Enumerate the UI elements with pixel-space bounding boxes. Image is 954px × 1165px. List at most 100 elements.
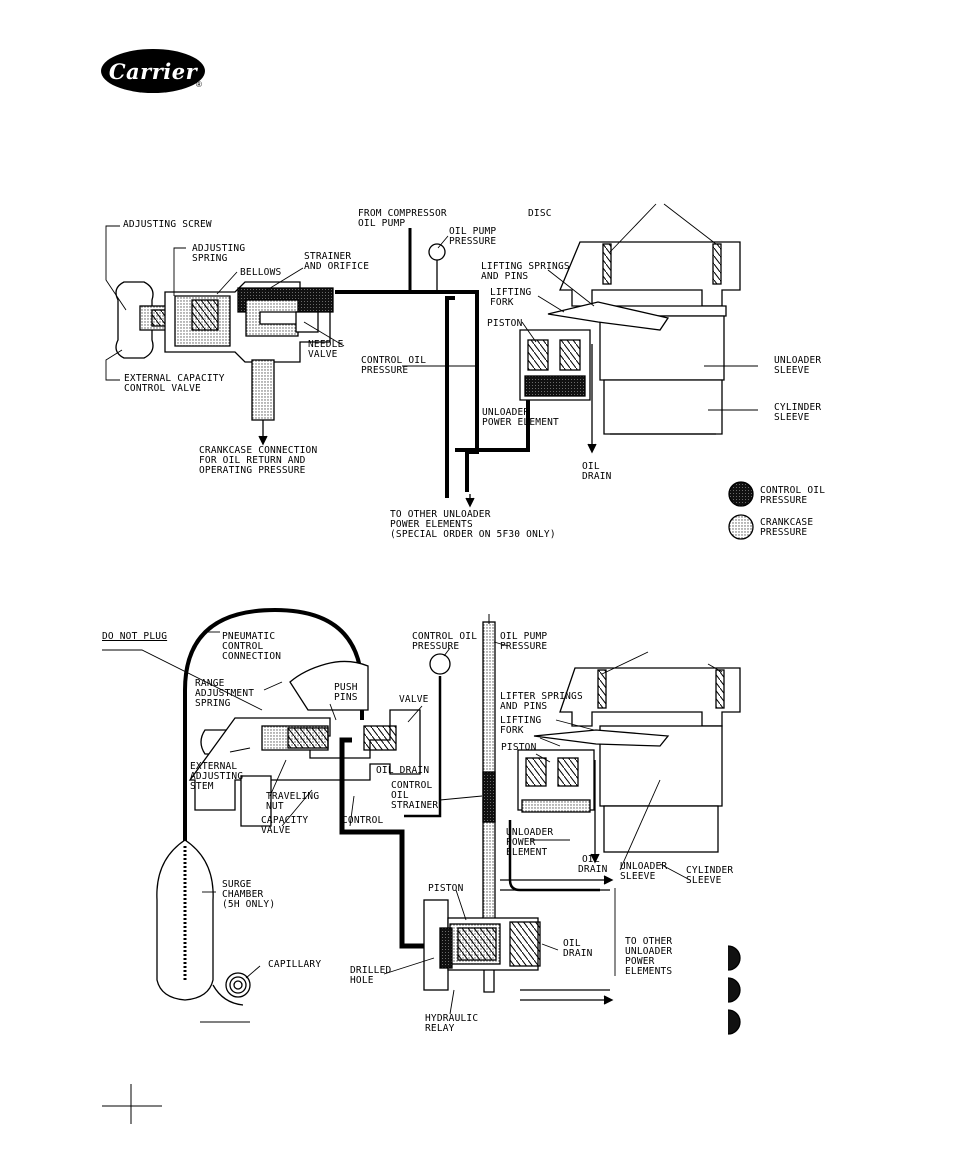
f2-pneumatic-line1: PNEUMATIC — [222, 631, 276, 642]
f2-surge-line3: (5H ONLY) — [222, 899, 276, 910]
f2-oil-drain-line1: OIL — [582, 854, 600, 865]
crop-mark — [102, 1084, 162, 1124]
f2-range-adj-line2: ADJUSTMENT — [195, 688, 255, 699]
f1-control-oil-pressure-line2: PRESSURE — [361, 365, 409, 376]
f2-oil-drain-line2: DRAIN — [578, 864, 608, 875]
f2-control-strainer-line1: CONTROL — [391, 780, 433, 791]
f1-needle-valve-line1: NEEDLE — [308, 339, 344, 350]
f1-strainer-line2: AND ORIFICE — [304, 261, 370, 272]
f2-pneumatic-line2: CONTROL — [222, 641, 264, 652]
logo-brand-text: Carrier — [108, 58, 198, 84]
carrier-logo: Carrier — [100, 48, 206, 94]
f2-oil-drain-mid: OIL DRAIN — [376, 765, 430, 776]
f1-to-other-line2: POWER ELEMENTS — [390, 519, 473, 530]
f2-oil-drain-relay-line1: OIL — [563, 938, 581, 949]
f2-oil-pump-pressure-line1: OIL PUMP — [500, 631, 548, 642]
f2-push-pins-line1: PUSH — [334, 682, 358, 693]
f2-traveling-nut-line2: NUT — [266, 801, 284, 812]
f1-from-compressor-line1: FROM COMPRESSOR — [358, 208, 447, 219]
f2-piston-bottom: PISTON — [428, 883, 464, 894]
f1-unloader-sleeve-line1: UNLOADER — [774, 355, 822, 366]
f1-control-oil-pressure-line1: CONTROL OIL — [361, 355, 427, 366]
figure2-drawing — [102, 607, 758, 1036]
f2-to-other-line2: UNLOADER — [625, 946, 673, 957]
f2-drilled-hole-line2: HOLE — [350, 975, 374, 986]
f2-external-stem-line3: STEM — [190, 781, 214, 792]
f2-pneumatic-line3: CONNECTION — [222, 651, 282, 662]
f2-external-stem-line2: ADJUSTING — [190, 771, 244, 782]
f2-range-adj-line3: SPRING — [195, 698, 231, 709]
f1-crankcase-line3: OPERATING PRESSURE — [199, 465, 306, 476]
f2-control: CONTROL — [342, 815, 384, 826]
f2-unloader-power-line1: UNLOADER — [506, 827, 554, 838]
f2-piston-top: PISTON — [501, 742, 537, 753]
f2-do-not-plug: DO NOT PLUG — [102, 631, 168, 642]
f2-to-other-line4: ELEMENTS — [625, 966, 673, 977]
f2-valve: VALVE — [399, 694, 429, 705]
f2-drilled-hole-line1: DRILLED — [350, 965, 392, 976]
f2-range-adj-line1: RANGE — [195, 678, 225, 689]
f2-cylinder-sleeve-line1: CYLINDER — [686, 865, 734, 876]
f1-oil-drain-line2: DRAIN — [582, 471, 612, 482]
f2-unloader-power-line3: ELEMENT — [506, 847, 548, 858]
f2-to-other-line1: TO OTHER — [625, 936, 673, 947]
f1-legend-control-oil-line2: PRESSURE — [760, 495, 808, 506]
f2-surge-line2: CHAMBER — [222, 889, 264, 900]
f2-oil-drain-relay-line2: DRAIN — [563, 948, 593, 959]
f2-hydraulic-relay-line1: HYDRAULIC — [425, 1013, 479, 1024]
f2-to-other-line3: POWER — [625, 956, 655, 967]
f1-external-valve-line1: EXTERNAL CAPACITY — [124, 373, 225, 384]
f1-external-valve-line2: CONTROL VALVE — [124, 383, 201, 394]
f2-lifting-fork-line2: FORK — [500, 725, 524, 736]
f2-capillary: CAPILLARY — [268, 959, 322, 970]
f2-cylinder-sleeve-line2: SLEEVE — [686, 875, 722, 886]
f1-adjusting-screw: ADJUSTING SCREW — [123, 219, 212, 230]
f1-legend-crankcase-line2: PRESSURE — [760, 527, 808, 538]
registered-mark: ® — [196, 80, 202, 89]
f2-capacity-valve-line2: VALVE — [261, 825, 291, 836]
f1-unloader-power-line1: UNLOADER — [482, 407, 530, 418]
f2-surge-line1: SURGE — [222, 879, 252, 890]
f2-lifter-springs-line2: AND PINS — [500, 701, 548, 712]
f2-lifting-fork-line1: LIFTING — [500, 715, 542, 726]
f1-crankcase-line1: CRANKCASE CONNECTION — [199, 445, 318, 456]
f1-lifting-springs-line1: LIFTING SPRINGS — [481, 261, 570, 272]
f2-control-strainer-line3: STRAINER — [391, 800, 439, 811]
f2-unloader-sleeve-line2: SLEEVE — [620, 871, 656, 882]
f1-lifting-springs-line2: AND PINS — [481, 271, 529, 282]
f1-adjusting-spring-line2: SPRING — [192, 253, 228, 264]
f2-hydraulic-relay-line2: RELAY — [425, 1023, 455, 1034]
f1-lifting-fork-line1: LIFTING — [490, 287, 532, 298]
f1-to-other-line1: TO OTHER UNLOADER — [390, 509, 491, 520]
f1-oil-drain-line1: OIL — [582, 461, 600, 472]
f1-legend-control-oil-line1: CONTROL OIL — [760, 485, 826, 496]
f2-lifter-springs-line1: LIFTER SPRINGS — [500, 691, 583, 702]
f2-unloader-power-line2: POWER — [506, 837, 536, 848]
f2-external-stem-line1: EXTERNAL — [190, 761, 238, 772]
f1-legend-crankcase-line1: CRANKCASE — [760, 517, 814, 528]
f1-bellows: BELLOWS — [240, 267, 282, 278]
f1-oil-pump-pressure-line1: OIL PUMP — [449, 226, 497, 237]
f1-oil-pump-pressure-line2: PRESSURE — [449, 236, 497, 247]
f2-push-pins-line2: PINS — [334, 692, 358, 703]
f2-capacity-valve-line1: CAPACITY — [261, 815, 309, 826]
f1-crankcase-line2: FOR OIL RETURN AND — [199, 455, 306, 466]
f1-cylinder-sleeve-line1: CYLINDER — [774, 402, 822, 413]
f1-cylinder-sleeve-line2: SLEEVE — [774, 412, 810, 423]
f2-unloader-sleeve-line1: UNLOADER — [620, 861, 668, 872]
f1-needle-valve-line2: VALVE — [308, 349, 338, 360]
f2-control-strainer-line2: OIL — [391, 790, 409, 801]
f1-from-compressor-line2: OIL PUMP — [358, 218, 406, 229]
f2-traveling-nut-line1: TRAVELING — [266, 791, 320, 802]
logo-oval — [101, 49, 205, 93]
f1-lifting-fork-line2: FORK — [490, 297, 514, 308]
f1-to-other-line3: (SPECIAL ORDER ON 5F30 ONLY) — [390, 529, 556, 540]
f1-piston: PISTON — [487, 318, 523, 329]
f2-control-oil-pressure-line1: CONTROL OIL — [412, 631, 478, 642]
figure1-drawing — [105, 203, 758, 540]
f1-strainer-line1: STRAINER — [304, 251, 352, 262]
f2-control-oil-pressure-line2: PRESSURE — [412, 641, 460, 652]
f1-unloader-power-line2: POWER ELEMENT — [482, 417, 559, 428]
f1-disc: DISC — [528, 208, 552, 219]
